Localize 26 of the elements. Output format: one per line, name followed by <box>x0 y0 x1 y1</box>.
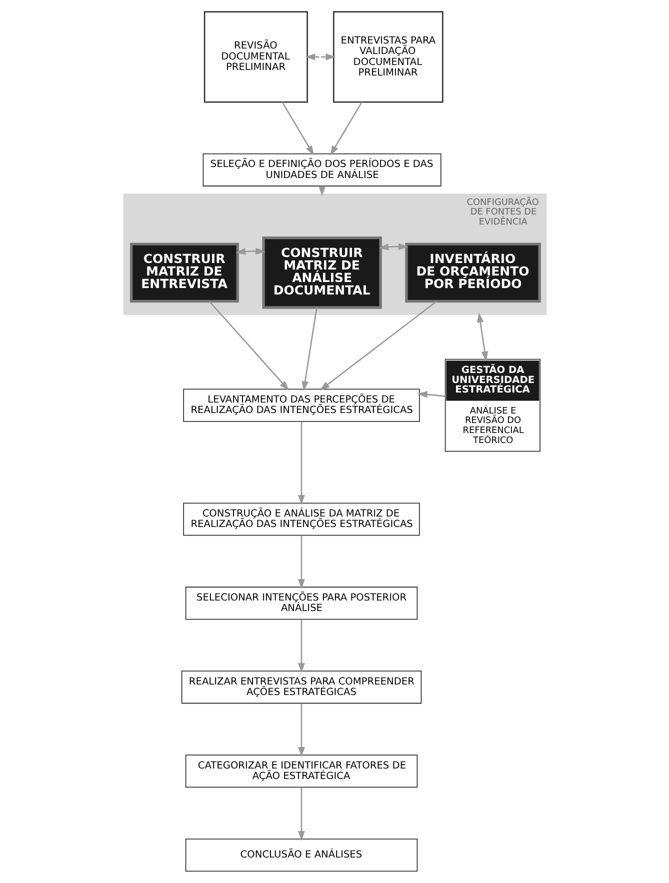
arrow <box>298 620 304 673</box>
arrow <box>301 308 317 392</box>
arrow <box>298 788 304 841</box>
arrow <box>298 422 304 505</box>
node-box: CONCLUSÃO E ANÁLISES <box>184 838 418 872</box>
node-box: INVENTÁRIO DE ORÇAMENTO POR PERÍODO <box>404 242 540 303</box>
arrow <box>378 243 408 250</box>
node-box: CONSTRUIR MATRIZ DE ANÁLISE DOCUMENTAL <box>262 236 382 309</box>
arrow <box>416 391 445 398</box>
node-box: SELECIONAR INTENÇÕES PARA POSTERIOR ANÁLISE <box>184 586 418 620</box>
arrow <box>235 248 265 255</box>
arrow <box>330 102 362 156</box>
arrow <box>298 704 304 757</box>
arrow <box>304 53 336 60</box>
node-box: REVISÃO DOCUMENTAL PRELIMINAR <box>203 11 308 103</box>
arrow <box>476 312 488 362</box>
node-box: CONSTRUÇÃO E ANÁLISE DA MATRIZ DE REALIZAÇÃO DAS INTENÇÕES ESTRATÉGICAS <box>182 502 420 536</box>
node-box: LEVANTAMENTO DAS PERCEPÇÕES DE REALIZAÇÃO DAS INTENÇÕES ESTRATÉGICAS <box>182 388 420 422</box>
node-box: CATEGORIZAR E IDENTIFICAR FATORES DE AÇÃO ESTRATÉGICA <box>184 754 418 788</box>
arrow <box>298 536 304 589</box>
node-box: REALIZAR ENTREVISTAS PARA COMPREENDER AÇÕES ESTRATÉGICAS <box>180 670 422 704</box>
arrow <box>208 300 289 390</box>
arrow <box>281 102 314 156</box>
node-box: CONSTRUIR MATRIZ DE ENTREVISTA <box>129 242 238 303</box>
node-box: ENTREVISTAS PARA VALIDAÇÃO DOCUMENTAL PRELIMINAR <box>332 11 443 103</box>
arrow <box>319 300 437 390</box>
